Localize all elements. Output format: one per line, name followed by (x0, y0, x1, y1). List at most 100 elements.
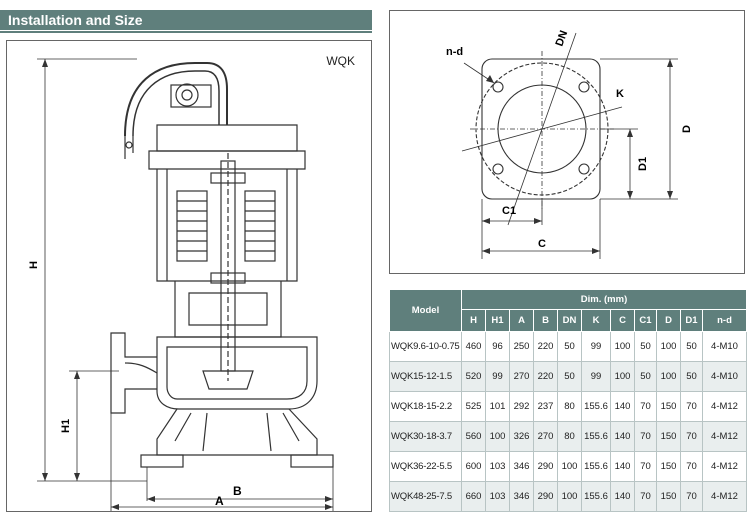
dim-cell: 4-M12 (701, 481, 748, 512)
dim-cell: 99 (581, 361, 611, 392)
dim-cell: 150 (656, 391, 681, 422)
flange-d-label: D (681, 125, 693, 133)
dim-cell: 4-M12 (701, 421, 748, 452)
dim-cell: 525 (461, 391, 486, 422)
title-underline (0, 31, 372, 33)
dim-b-label: B (233, 484, 242, 498)
dim-cell: 560 (461, 421, 486, 452)
dim-cell: 70 (680, 481, 703, 512)
dim-cell: 99 (581, 331, 611, 362)
dim-cell: 150 (656, 481, 681, 512)
dim-cell: 250 (509, 331, 534, 362)
flange-drawing-panel: n-d DN K D D1 C1 C (389, 10, 745, 274)
discharge-outlet (110, 332, 157, 414)
dim-cell: 101 (485, 391, 510, 422)
dim-cell: 50 (680, 361, 703, 392)
flange-drawing: n-d DN K D D1 C1 C (446, 29, 693, 259)
dim-cell: 100 (557, 451, 582, 482)
dim-cell: 290 (533, 451, 558, 482)
dim-cell: 70 (680, 421, 703, 452)
dim-cell: 4-M12 (701, 391, 748, 422)
dim-cell: 100 (656, 331, 681, 362)
model-cell: WQK18-15-2.2 (389, 391, 462, 422)
section-title: Installation and Size (0, 10, 372, 30)
dim-cell: 270 (533, 421, 558, 452)
dim-cell: 70 (680, 451, 703, 482)
flange-dn-label: DN (554, 29, 571, 48)
dim-cell: 270 (509, 361, 534, 392)
bolt-hole (492, 81, 504, 93)
dim-cell: 100 (485, 421, 510, 452)
flange-d1-label: D1 (637, 157, 649, 171)
dim-cell: 4-M12 (701, 451, 748, 482)
motor-housing (156, 169, 298, 282)
dim-cell: 50 (634, 361, 657, 392)
cable-end (124, 136, 134, 159)
column-header: A (509, 309, 534, 332)
dim-cell: 326 (509, 421, 534, 452)
dim-h-label: H (28, 261, 40, 269)
stator-left (176, 190, 208, 262)
dim-cell: 50 (680, 331, 703, 362)
motor-cap (156, 124, 298, 152)
dim-cell: 155.6 (581, 391, 611, 422)
dim-cell: 460 (461, 331, 486, 362)
dim-cell: 237 (533, 391, 558, 422)
dim-cell: 600 (461, 451, 486, 482)
dim-cell: 140 (610, 451, 635, 482)
column-header: H (461, 309, 486, 332)
lifting-eye-icon (175, 83, 199, 107)
model-cell: WQK30-18-3.7 (389, 421, 462, 452)
column-header: H1 (485, 309, 510, 332)
model-cell: WQK9.6-10-0.75 (389, 331, 462, 362)
flange-nd-label: n-d (446, 46, 463, 58)
dim-cell: 155.6 (581, 451, 611, 482)
dim-cell: 140 (610, 421, 635, 452)
dim-cell: 100 (656, 361, 681, 392)
base-stand (156, 408, 318, 456)
dim-cell: 520 (461, 361, 486, 392)
dim-cell: 220 (533, 361, 558, 392)
dim-cell: 96 (485, 331, 510, 362)
dim-cell: 99 (485, 361, 510, 392)
cable-loop (124, 62, 228, 137)
dim-cell: 50 (634, 331, 657, 362)
dim-cell: 4-M10 (701, 331, 748, 362)
pump-drawing: H H1 B A (28, 58, 334, 511)
dim-cell: 70 (634, 451, 657, 482)
dim-cell: 220 (533, 331, 558, 362)
dim-cell: 140 (610, 481, 635, 512)
dim-cell: 155.6 (581, 421, 611, 452)
column-header: D (656, 309, 681, 332)
model-cell: WQK48-25-7.5 (389, 481, 462, 512)
model-column-header: Model (389, 289, 462, 332)
pump-model-label: WQK (326, 54, 355, 68)
stator-right (244, 190, 276, 262)
dim-cell: 50 (557, 331, 582, 362)
dim-cell: 80 (557, 421, 582, 452)
dim-cell: 100 (610, 361, 635, 392)
column-header: DN (557, 309, 582, 332)
flange-c1-label: C1 (502, 205, 516, 217)
dim-cell: 346 (509, 481, 534, 512)
dim-cell: 150 (656, 451, 681, 482)
dim-cell: 70 (634, 481, 657, 512)
dim-cell: 155.6 (581, 481, 611, 512)
dim-cell: 100 (610, 331, 635, 362)
column-header: D1 (680, 309, 703, 332)
bolt-hole (578, 81, 590, 93)
dim-cell: 70 (634, 421, 657, 452)
dim-cell: 140 (610, 391, 635, 422)
dim-cell: 50 (557, 361, 582, 392)
column-header: C (610, 309, 635, 332)
pump-drawing-panel: WQK (6, 40, 372, 512)
dim-cell: 290 (533, 481, 558, 512)
column-header: B (533, 309, 558, 332)
dim-cell: 150 (656, 421, 681, 452)
bolt-hole (492, 163, 504, 175)
dim-group-header: Dim. (mm) (460, 289, 748, 310)
